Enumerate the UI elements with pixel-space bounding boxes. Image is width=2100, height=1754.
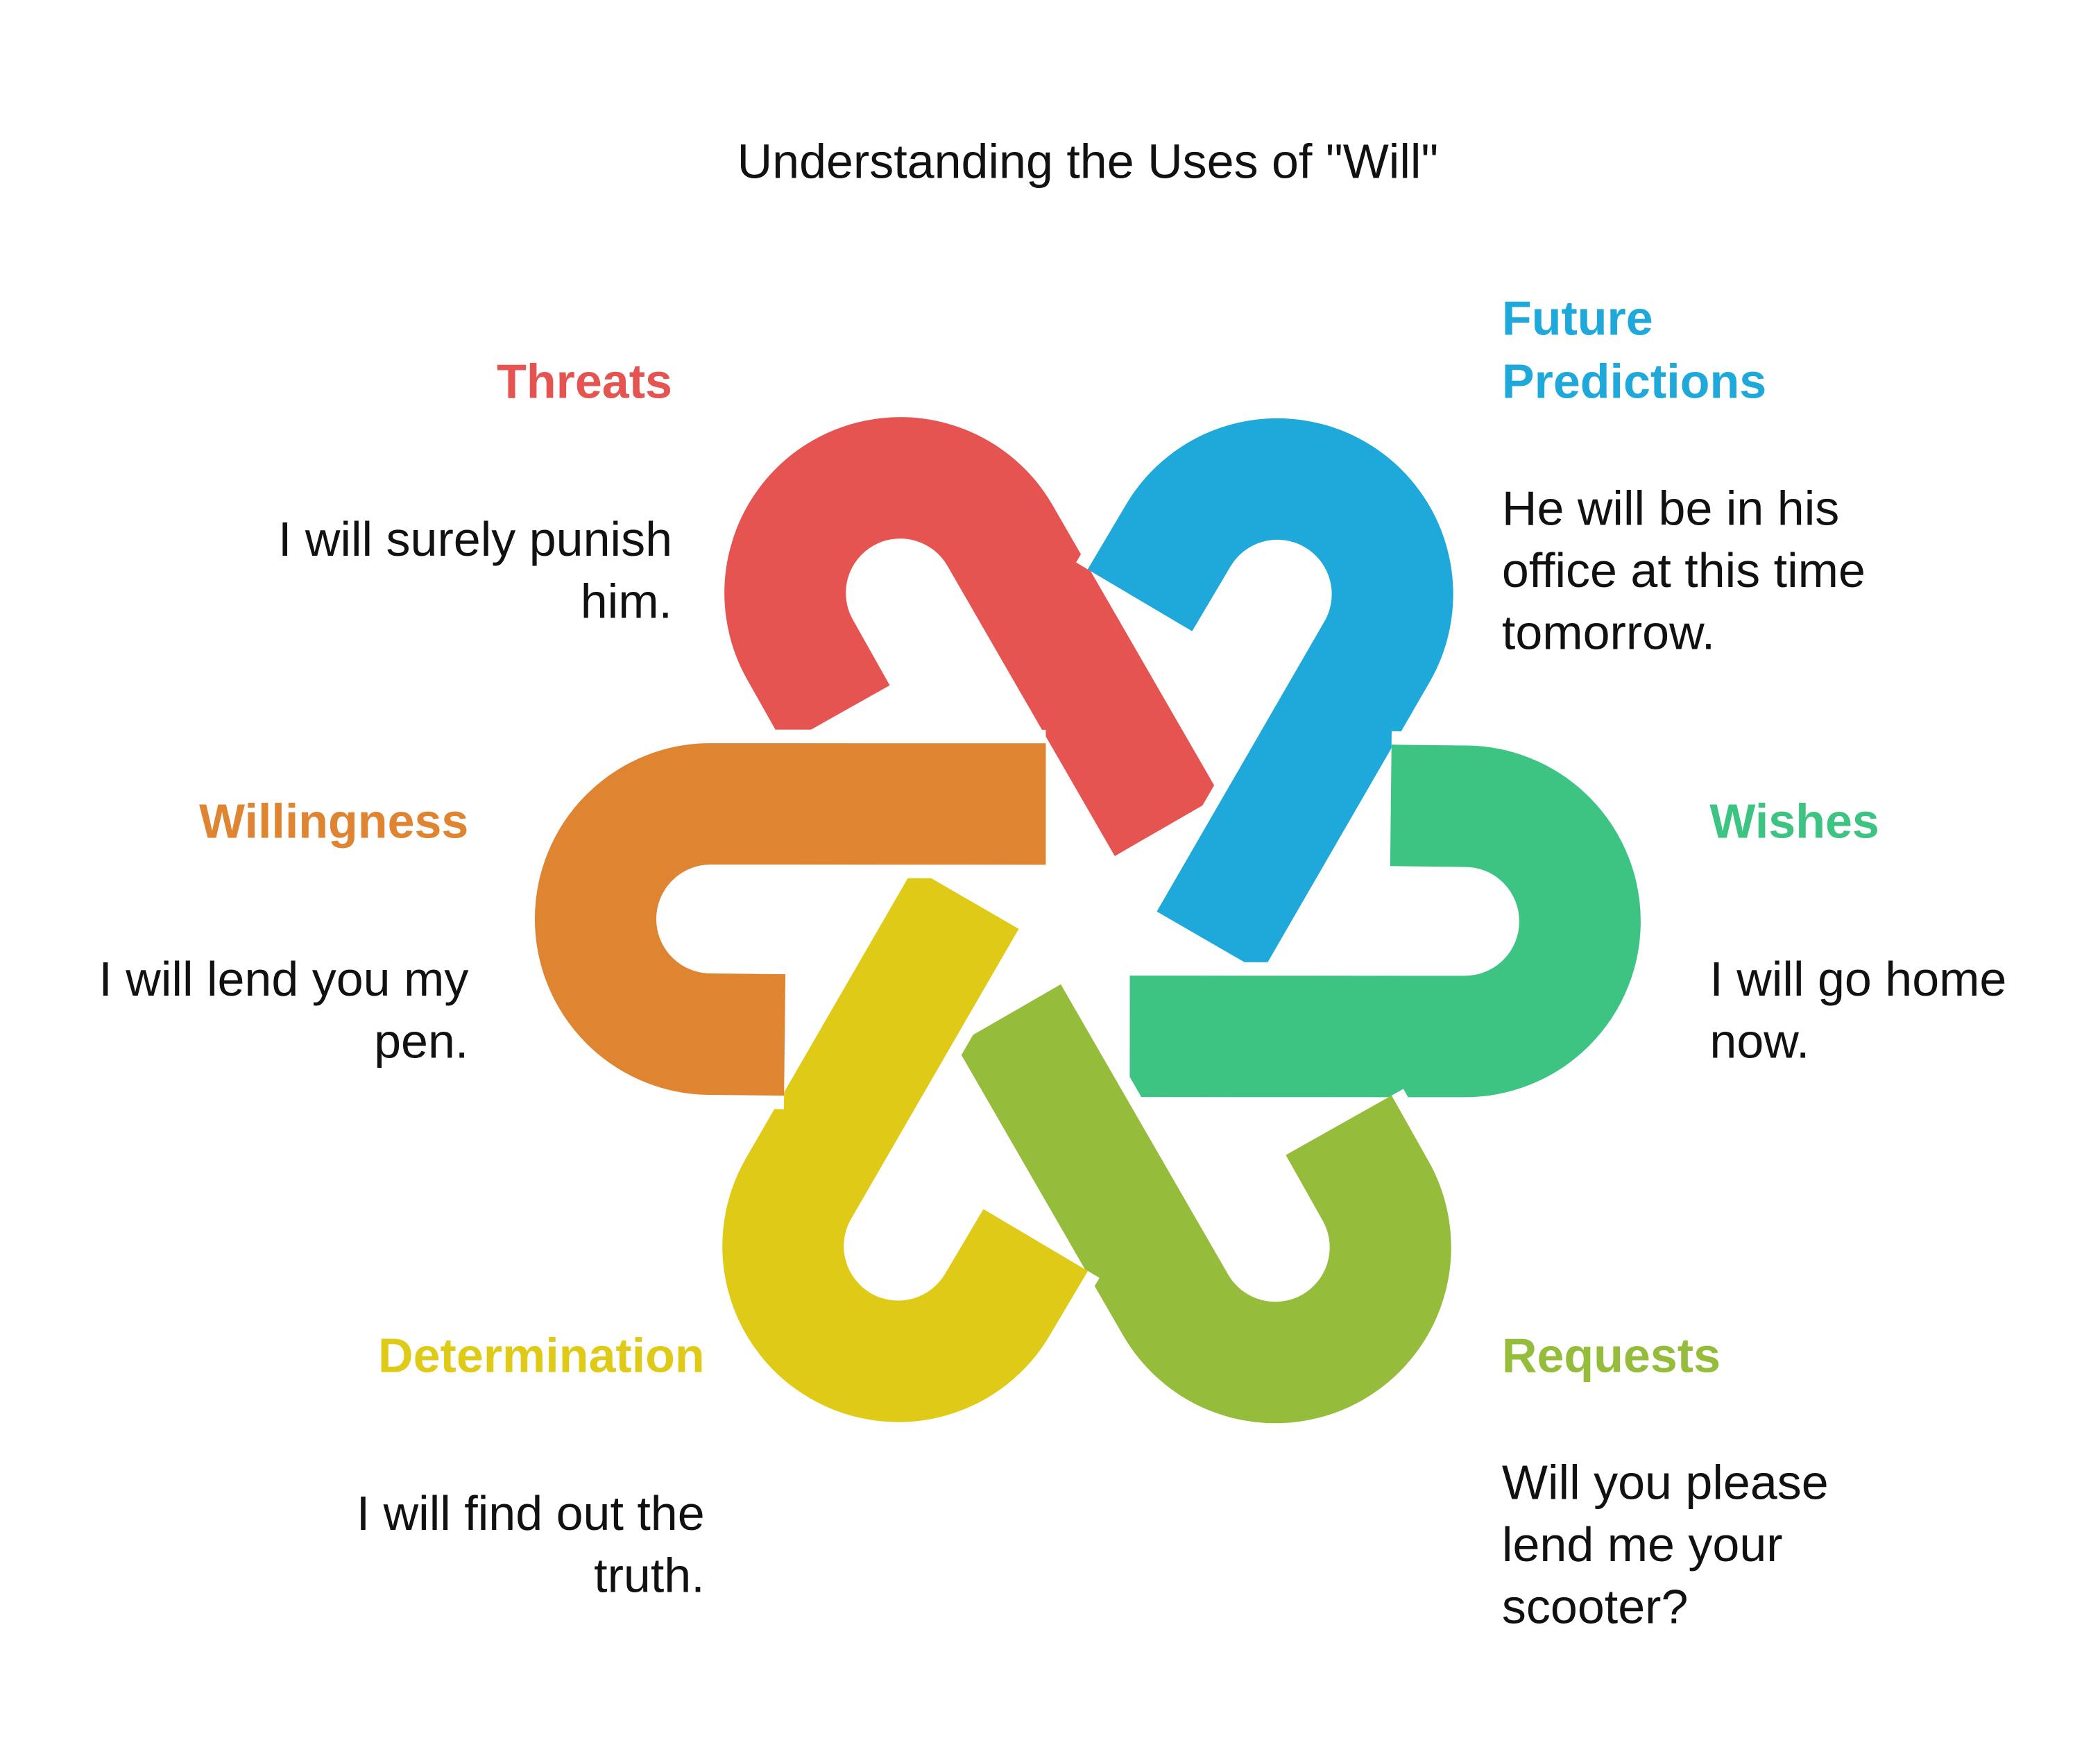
desc-requests-line2: lend me your <box>1502 1517 1783 1572</box>
desc-future-line2: office at this time <box>1502 543 1866 597</box>
heading-future-line2: Predictions <box>1502 355 1766 409</box>
desc-determination-line1: I will find out the <box>357 1486 705 1540</box>
desc-willingness-line1: I will lend you my <box>99 952 468 1006</box>
item-willingness: Willingness I will lend you my pen. <box>99 794 468 1068</box>
heading-willingness: Willingness <box>199 794 468 849</box>
desc-requests-line3: scooter? <box>1502 1579 1688 1633</box>
heading-threats: Threats <box>497 355 672 409</box>
desc-determination-line2: truth. <box>594 1549 705 1603</box>
desc-wishes-line1: I will go home <box>1709 952 2006 1006</box>
item-future-predictions: Future Predictions He will be in his off… <box>1502 291 1866 659</box>
item-wishes: Wishes I will go home now. <box>1709 794 2006 1068</box>
heading-requests: Requests <box>1502 1329 1721 1383</box>
desc-threats-line1: I will surely punish <box>278 512 672 566</box>
desc-threats-line2: him. <box>581 574 672 629</box>
desc-future-line1: He will be in his <box>1502 481 1839 535</box>
heading-future-line1: Future <box>1502 291 1653 345</box>
desc-willingness-line2: pen. <box>374 1014 468 1068</box>
desc-wishes-line2: now. <box>1709 1014 1809 1068</box>
item-threats: Threats I will surely punish him. <box>278 355 672 629</box>
interlocking-hooks <box>554 437 1622 1404</box>
diagram-title: Understanding the Uses of "Will" <box>737 135 1439 189</box>
desc-future-line3: tomorrow. <box>1502 605 1715 659</box>
heading-wishes: Wishes <box>1709 794 1879 849</box>
item-requests: Requests Will you please lend me your sc… <box>1502 1329 1829 1634</box>
desc-requests-line1: Will you please <box>1502 1455 1829 1509</box>
item-determination: Determination I will find out the truth. <box>357 1329 705 1603</box>
heading-determination: Determination <box>378 1329 705 1383</box>
